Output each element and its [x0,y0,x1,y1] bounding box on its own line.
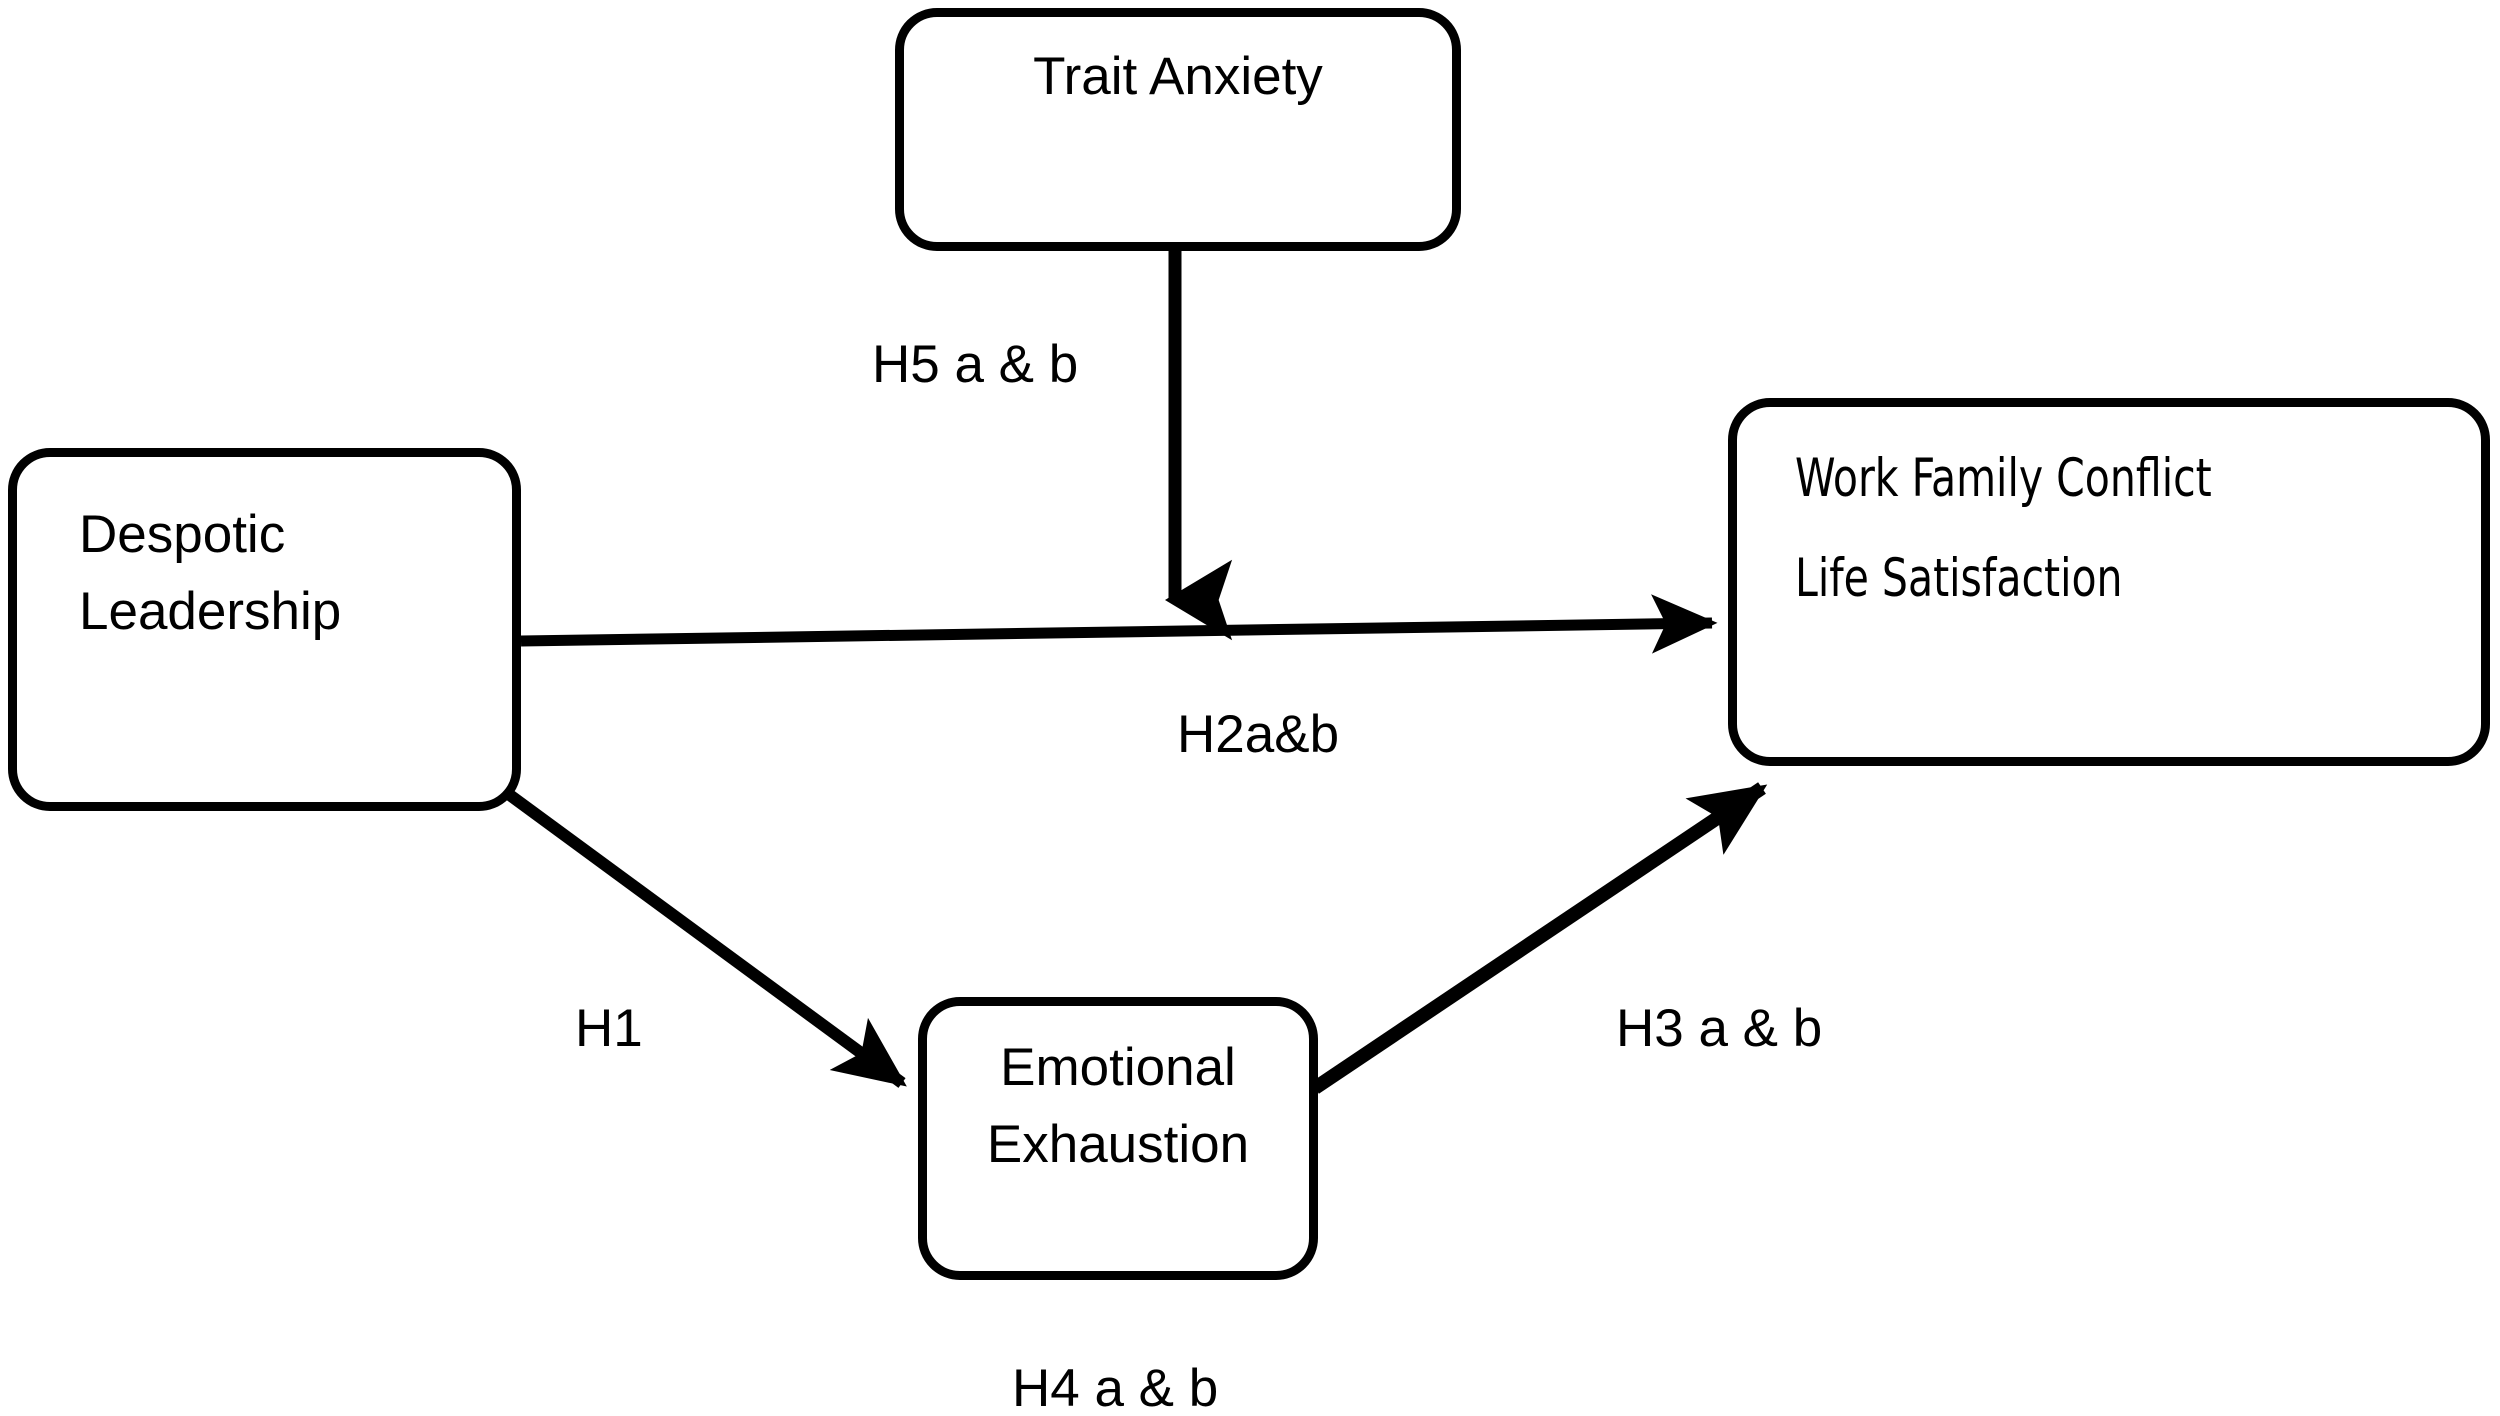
edge-label-h4: H4 a & b [1012,1359,1219,1416]
node-trait-anxiety[interactable]: Trait Anxiety [895,8,1461,251]
node-despotic-leadership-line-1: Despotic [79,505,286,564]
node-despotic-leadership[interactable]: Despotic Leadership [8,448,521,811]
edge-label-h2: H2a&b [1177,705,1340,764]
node-outcomes[interactable]: Work Family Conflict Life Satisfaction [1728,398,2490,766]
node-despotic-leadership-line-2: Leadership [79,581,342,641]
node-emotional-exhaustion-line-1: Emotional [1000,1038,1236,1097]
edge-label-h3: H3 a & b [1616,999,1823,1058]
edge-h2-line [520,594,1718,654]
node-trait-anxiety-line-1: Trait Anxiety [1033,47,1323,106]
node-outcomes-line-2: Life Satisfaction [1795,547,2123,609]
edge-h1-line [499,785,907,1088]
edge-label-h1: H1 [575,999,643,1058]
node-emotional-exhaustion-line-2: Exhaustion [986,1114,1250,1174]
node-emotional-exhaustion[interactable]: Emotional Exhaustion [918,997,1318,1280]
edge-label-h5: H5 a & b [872,335,1079,394]
node-outcomes-line-1: Work Family Conflict [1795,448,2212,509]
